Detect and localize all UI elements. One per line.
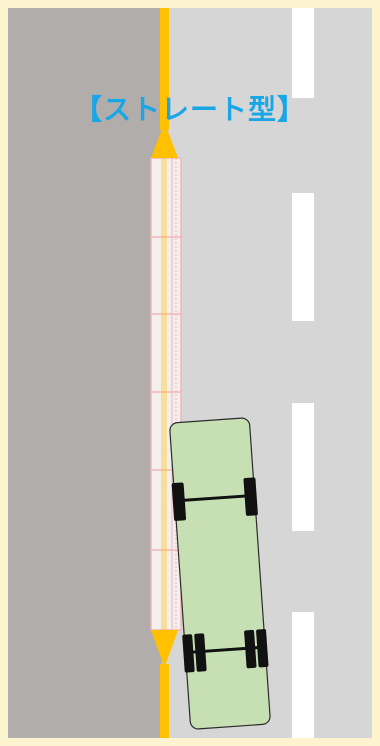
lane-dash — [292, 403, 314, 531]
arrow-down-icon — [151, 630, 178, 668]
sidewalk — [0, 0, 162, 746]
diagram-title: 【ストレート型】 — [73, 93, 306, 126]
rear-axle — [182, 629, 269, 673]
front-axle — [171, 477, 258, 521]
lane-dash — [292, 193, 314, 321]
lane-markings — [292, 0, 314, 746]
arrow-up-icon — [151, 122, 178, 158]
lane-dash — [292, 612, 314, 746]
boarding-platform — [150, 157, 182, 631]
lane-dash — [292, 0, 314, 98]
bus-topview-icon — [169, 417, 271, 730]
curb-line — [151, 0, 178, 746]
